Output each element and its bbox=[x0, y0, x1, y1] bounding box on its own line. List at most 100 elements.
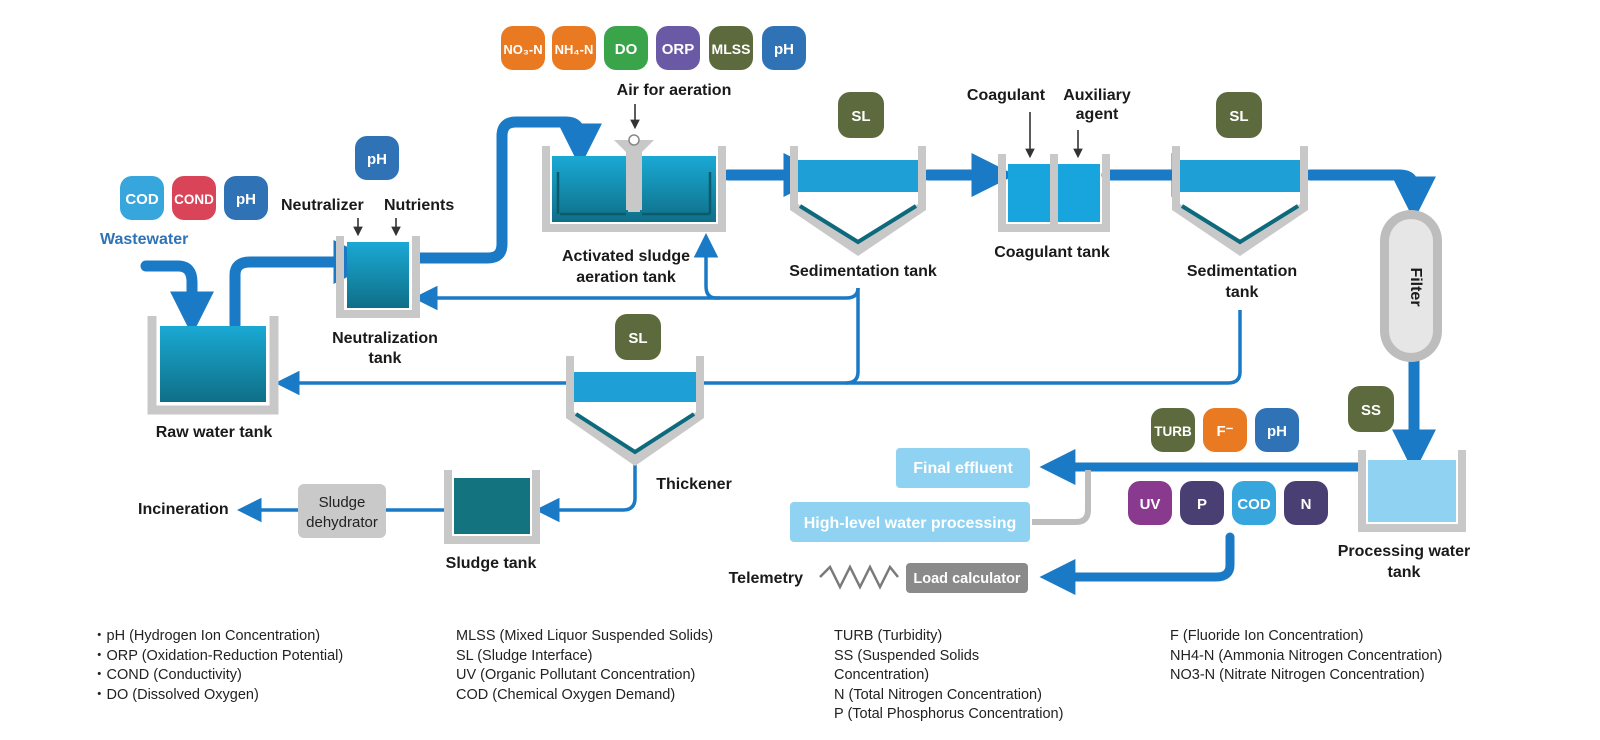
badge-uv: UV bbox=[1128, 481, 1172, 525]
sludge-tank-label: Sludge tank bbox=[446, 555, 537, 572]
pipe-neutral-to-aeration bbox=[414, 116, 602, 264]
legend-item: ・DO (Dissolved Oxygen) bbox=[92, 686, 259, 703]
legend-item: TURB (Turbidity) bbox=[834, 628, 943, 644]
legend-item: ・ORP (Oxidation-Reduction Potential) bbox=[92, 647, 344, 664]
badge-ss: SS bbox=[1348, 386, 1394, 432]
load-calculator-box: Load calculator bbox=[906, 563, 1028, 593]
pipes bbox=[140, 116, 1436, 595]
return-pipes bbox=[237, 233, 1242, 523]
auxiliary-label-line2: agent bbox=[1076, 106, 1119, 123]
coagulant-tank bbox=[998, 154, 1110, 232]
badge-turb: TURB bbox=[1151, 408, 1195, 452]
badge-cod-ww: COD bbox=[120, 176, 164, 220]
pipe-to-load-calc bbox=[1039, 532, 1235, 595]
legend-col-1: ・pH (Hydrogen Ion Concentration) ・ORP (O… bbox=[92, 627, 343, 705]
legend-item: SL (Sludge Interface) bbox=[456, 647, 593, 664]
final-effluent-label: Final effluent bbox=[913, 460, 1013, 477]
pipe-high-level-grey bbox=[1032, 470, 1091, 525]
processing-tank-label-line2: tank bbox=[1388, 564, 1421, 581]
pipe-wastewater-in bbox=[140, 260, 214, 336]
legend-item: ・COND (Conductivity) bbox=[92, 667, 242, 683]
dehydrator-line1: Sludge bbox=[319, 494, 366, 511]
badge-sl-sed2: SL bbox=[1216, 92, 1262, 138]
badge-ph-ww: pH bbox=[224, 176, 268, 220]
auxiliary-label-line1: Auxiliary bbox=[1063, 87, 1131, 104]
filter: Filter bbox=[1380, 210, 1442, 362]
raw-tank-label: Raw water tank bbox=[156, 424, 273, 441]
badge-nh4n: NH₄-N bbox=[552, 26, 596, 70]
badge-orp: ORP bbox=[656, 26, 700, 70]
coagulant-label: Coagulant bbox=[967, 87, 1046, 104]
legend-item: SS (Suspended Solids bbox=[834, 647, 980, 664]
sed-tank-1-label: Sedimentation tank bbox=[789, 263, 937, 280]
badge-fluoride: F⁻ bbox=[1203, 408, 1247, 452]
sedimentation-tank-1 bbox=[790, 146, 926, 256]
thickener-label: Thickener bbox=[656, 476, 732, 493]
svg-text:DO: DO bbox=[615, 41, 638, 58]
svg-text:pH: pH bbox=[367, 151, 387, 168]
legend-item: UV (Organic Pollutant Concentration) bbox=[456, 667, 696, 683]
dehydrator-line2: dehydrator bbox=[306, 514, 378, 531]
sed-tank-2-label-line1: Sedimentation bbox=[1187, 263, 1297, 280]
svg-text:COND: COND bbox=[174, 192, 214, 207]
svg-text:pH: pH bbox=[774, 41, 794, 58]
badge-ph-neutral: pH bbox=[355, 136, 399, 180]
svg-text:SL: SL bbox=[1229, 108, 1248, 125]
thickener bbox=[566, 356, 704, 466]
svg-text:SS: SS bbox=[1361, 402, 1381, 419]
svg-text:ORP: ORP bbox=[662, 41, 695, 58]
svg-text:pH: pH bbox=[1267, 423, 1287, 440]
air-label: Air for aeration bbox=[617, 82, 732, 99]
final-effluent-box: Final effluent bbox=[896, 448, 1030, 488]
processing-water-tank bbox=[1358, 450, 1466, 532]
badge-sl-thickener: SL bbox=[615, 314, 661, 360]
legend-item: ・pH (Hydrogen Ion Concentration) bbox=[92, 628, 321, 644]
neutralization-tank bbox=[336, 236, 420, 318]
badge-n: N bbox=[1284, 481, 1328, 525]
pipe-thickener-to-sludge bbox=[535, 465, 637, 523]
legend-col-2: MLSS (Mixed Liquor Suspended Solids) SL … bbox=[456, 627, 713, 705]
sludge-dehydrator: Sludge dehydrator bbox=[298, 484, 386, 538]
badge-ph-aeration: pH bbox=[762, 26, 806, 70]
legend-item: MLSS (Mixed Liquor Suspended Solids) bbox=[456, 628, 714, 644]
input-arrows bbox=[353, 104, 1083, 237]
svg-text:F⁻: F⁻ bbox=[1216, 423, 1233, 440]
aeration-tank-label-line1: Activated sludge bbox=[562, 248, 690, 265]
pipe-raw-to-neutral bbox=[229, 240, 378, 331]
badge-mlss: MLSS bbox=[709, 26, 753, 70]
badge-do: DO bbox=[604, 26, 648, 70]
sed-tank-2-label-line2: tank bbox=[1226, 284, 1259, 301]
aeration-tank bbox=[542, 134, 726, 232]
badge-no3n: NO₃-N bbox=[501, 26, 545, 70]
neutral-tank-label-line2: tank bbox=[369, 350, 402, 367]
badge-ph-final: pH bbox=[1255, 408, 1299, 452]
legend-col-3: TURB (Turbidity) SS (Suspended Solids Co… bbox=[834, 627, 1063, 725]
legend-item: Concentration) bbox=[834, 667, 930, 683]
svg-text:N: N bbox=[1301, 496, 1312, 513]
sludge-tank bbox=[444, 470, 540, 544]
badge-cond: COND bbox=[172, 176, 216, 220]
svg-text:P: P bbox=[1197, 496, 1207, 513]
telemetry-zigzag-icon bbox=[819, 564, 899, 590]
svg-text:MLSS: MLSS bbox=[712, 41, 751, 57]
legend-col-4: F (Fluoride Ion Concentration) NH4-N (Am… bbox=[1170, 627, 1442, 686]
wastewater-label: Wastewater bbox=[100, 231, 188, 248]
labels: Wastewater Neutralizer Nutrients Air for… bbox=[100, 82, 1470, 587]
nutrients-label: Nutrients bbox=[384, 197, 454, 214]
badge-sl-sed1: SL bbox=[838, 92, 884, 138]
svg-text:TURB: TURB bbox=[1154, 424, 1192, 439]
sedimentation-tank-2 bbox=[1172, 146, 1308, 256]
pipe-sed1-return-neutral bbox=[413, 285, 860, 311]
badge-p: P bbox=[1180, 481, 1224, 525]
svg-text:pH: pH bbox=[236, 191, 256, 208]
legend-item: N (Total Nitrogen Concentration) bbox=[834, 686, 1042, 703]
sensor-badges: NO₃-N NH₄-N DO ORP MLSS pH pH COD COND p… bbox=[120, 26, 1394, 525]
pipe-return-aeration bbox=[693, 233, 720, 300]
svg-text:UV: UV bbox=[1140, 496, 1161, 513]
coagulant-tank-label: Coagulant tank bbox=[994, 244, 1110, 261]
aeration-tank-label-line2: aeration tank bbox=[576, 269, 676, 286]
neutralizer-label: Neutralizer bbox=[281, 197, 364, 214]
pipe-sed2-to-thickener bbox=[846, 310, 1242, 385]
svg-text:SL: SL bbox=[628, 330, 647, 347]
